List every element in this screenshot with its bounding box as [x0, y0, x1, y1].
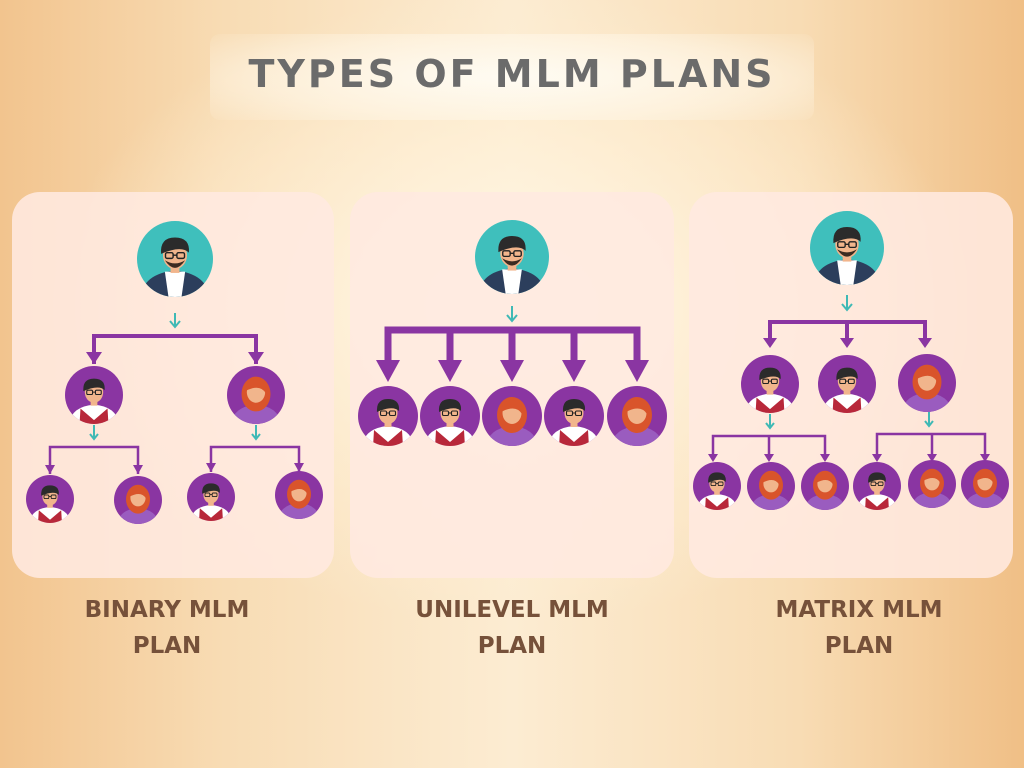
binary-plan-caption: BINARY MLM PLAN — [22, 592, 312, 664]
matrix-plan-diagram — [693, 211, 1009, 510]
binary-arrowheads — [45, 352, 304, 474]
unilevel-level1-female-avatar-icon — [482, 386, 542, 446]
matrix-connectors — [711, 320, 987, 460]
matrix-level1-male-avatar-icon — [818, 355, 876, 413]
matrix-level1-female-avatar-icon — [898, 354, 956, 412]
matrix-plan-caption: MATRIX MLM PLAN — [714, 592, 1004, 664]
binary-caption-line2: PLAN — [132, 633, 202, 659]
binary-level1-male-avatar-icon — [65, 366, 123, 424]
matrix-level1-male-avatar-icon — [741, 355, 799, 413]
matrix-level2-female-avatar-icon — [801, 462, 849, 510]
matrix-pointers — [765, 295, 934, 430]
unilevel-level1-male-avatar-icon — [420, 386, 480, 446]
unilevel-caption-line1: UNILEVEL MLM — [415, 597, 609, 623]
matrix-level2-female-avatar-icon — [961, 460, 1009, 508]
matrix-level2-female-avatar-icon — [908, 460, 956, 508]
binary-level2-male-avatar-icon — [187, 473, 235, 521]
binary-connectors — [48, 334, 301, 474]
matrix-leader-avatar-icon — [810, 211, 884, 285]
matrix-caption-line1: MATRIX MLM — [775, 597, 943, 623]
unilevel-pointers — [506, 306, 518, 323]
unilevel-level1-female-avatar-icon — [607, 386, 667, 446]
binary-leader-avatar-icon — [137, 221, 213, 297]
matrix-plan-panel — [689, 192, 1013, 578]
page-title: TYPES OF MLM PLANS — [248, 52, 776, 96]
matrix-level2-male-avatar-icon — [693, 462, 741, 510]
binary-level2-female-avatar-icon — [275, 471, 323, 519]
unilevel-arrowheads — [376, 360, 649, 382]
unilevel-level1-male-avatar-icon — [544, 386, 604, 446]
matrix-level2-female-avatar-icon — [747, 462, 795, 510]
binary-level2-male-avatar-icon — [26, 475, 74, 523]
binary-plan-panel — [12, 192, 334, 578]
binary-level1-female-avatar-icon — [227, 366, 285, 424]
unilevel-leader-avatar-icon — [475, 220, 549, 294]
unilevel-plan-diagram — [358, 220, 667, 446]
unilevel-level1-male-avatar-icon — [358, 386, 418, 446]
matrix-caption-line2: PLAN — [824, 633, 894, 659]
unilevel-plan-panel — [350, 192, 674, 578]
unilevel-caption-line2: PLAN — [477, 633, 547, 659]
binary-level2-female-avatar-icon — [114, 476, 162, 524]
matrix-level2-male-avatar-icon — [853, 462, 901, 510]
binary-pointers — [89, 313, 261, 441]
binary-plan-diagram — [26, 221, 323, 524]
matrix-arrowheads — [708, 338, 990, 462]
title-background — [210, 34, 814, 120]
unilevel-plan-caption: UNILEVEL MLM PLAN — [367, 592, 657, 664]
binary-caption-line1: BINARY MLM — [84, 597, 250, 623]
